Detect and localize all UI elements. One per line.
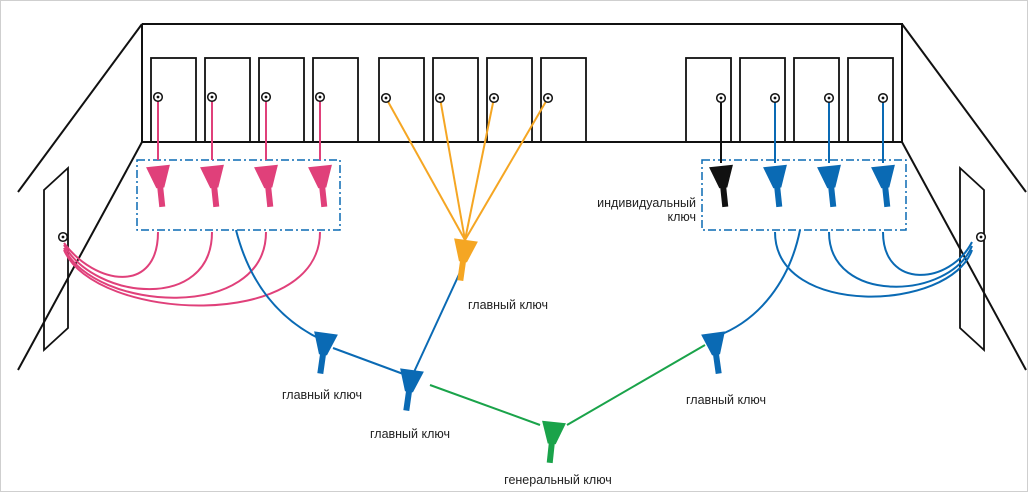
key-icon xyxy=(701,331,731,376)
key-icon xyxy=(200,164,229,209)
right-side-door xyxy=(959,165,985,353)
lock-cylinder-icon xyxy=(434,92,446,104)
door-orange-2 xyxy=(432,57,479,143)
orange-connections xyxy=(385,97,549,241)
individual-key-label-line2: ключ xyxy=(667,210,696,224)
right-wall-bottom-edge xyxy=(901,141,1027,371)
pink-key-group-box xyxy=(136,159,341,231)
key-icon xyxy=(871,164,900,209)
master-key-blue-center-label: главный ключ xyxy=(370,427,450,441)
lock-cylinder-icon xyxy=(542,92,554,104)
door-pink-1 xyxy=(150,57,197,143)
lock-cylinder-icon xyxy=(314,91,326,103)
door-blue-4 xyxy=(847,57,894,143)
door-orange-4 xyxy=(540,57,587,143)
door-blue-2 xyxy=(739,57,786,143)
lock-cylinder-icon xyxy=(975,231,987,243)
lock-cylinder-icon xyxy=(260,91,272,103)
key-group-boxes xyxy=(136,159,907,231)
grand-master-key-label: генеральный ключ xyxy=(504,473,612,487)
individual-key-label-line1: индивидуальный xyxy=(597,196,696,210)
back-wall xyxy=(141,23,903,143)
door-orange-1 xyxy=(378,57,425,143)
door-pink-4 xyxy=(312,57,359,143)
key-icon xyxy=(763,164,792,209)
key-icon xyxy=(394,368,424,413)
master-key-blue-right-label: главный ключ xyxy=(686,393,766,407)
key-icon xyxy=(537,420,566,465)
right-connections xyxy=(720,98,973,298)
room-walls xyxy=(17,23,1027,371)
lock-cylinder-icon xyxy=(380,92,392,104)
key-icon xyxy=(709,164,738,209)
left-wall-top-edge xyxy=(17,23,143,193)
master-key-blue-left-label: главный ключ xyxy=(282,388,362,402)
lock-cylinder-icon xyxy=(206,91,218,103)
key-icon xyxy=(308,164,337,209)
side-doors xyxy=(43,165,985,353)
door-pink-3 xyxy=(258,57,305,143)
right-wall-top-edge xyxy=(901,23,1027,193)
key-icon xyxy=(448,238,478,283)
pink-connections xyxy=(63,97,321,307)
right-group-keys xyxy=(709,164,900,209)
pink-keys xyxy=(146,164,337,209)
locks xyxy=(57,91,987,243)
key-icon xyxy=(308,331,338,376)
lock-cylinder-icon xyxy=(823,92,835,104)
door-pink-2 xyxy=(204,57,251,143)
door-orange-3 xyxy=(486,57,533,143)
master-key-connections xyxy=(235,229,801,426)
key-icon xyxy=(146,164,175,209)
back-doors xyxy=(150,57,894,143)
door-blue-1 xyxy=(685,57,732,143)
door-blue-3 xyxy=(793,57,840,143)
left-side-door xyxy=(43,165,69,353)
key-icon xyxy=(817,164,846,209)
key-icon xyxy=(254,164,283,209)
lock-cylinder-icon xyxy=(715,92,727,104)
lock-cylinder-icon xyxy=(769,92,781,104)
lock-cylinder-icon xyxy=(877,92,889,104)
master-key-orange-label: главный ключ xyxy=(468,298,548,312)
labels: индивидуальный ключ главный ключ главный… xyxy=(282,196,766,487)
blue-key-group-box xyxy=(701,159,907,231)
lock-cylinder-icon xyxy=(152,91,164,103)
lock-cylinder-icon xyxy=(57,231,69,243)
left-wall-bottom-edge xyxy=(17,141,143,371)
lock-cylinder-icon xyxy=(488,92,500,104)
